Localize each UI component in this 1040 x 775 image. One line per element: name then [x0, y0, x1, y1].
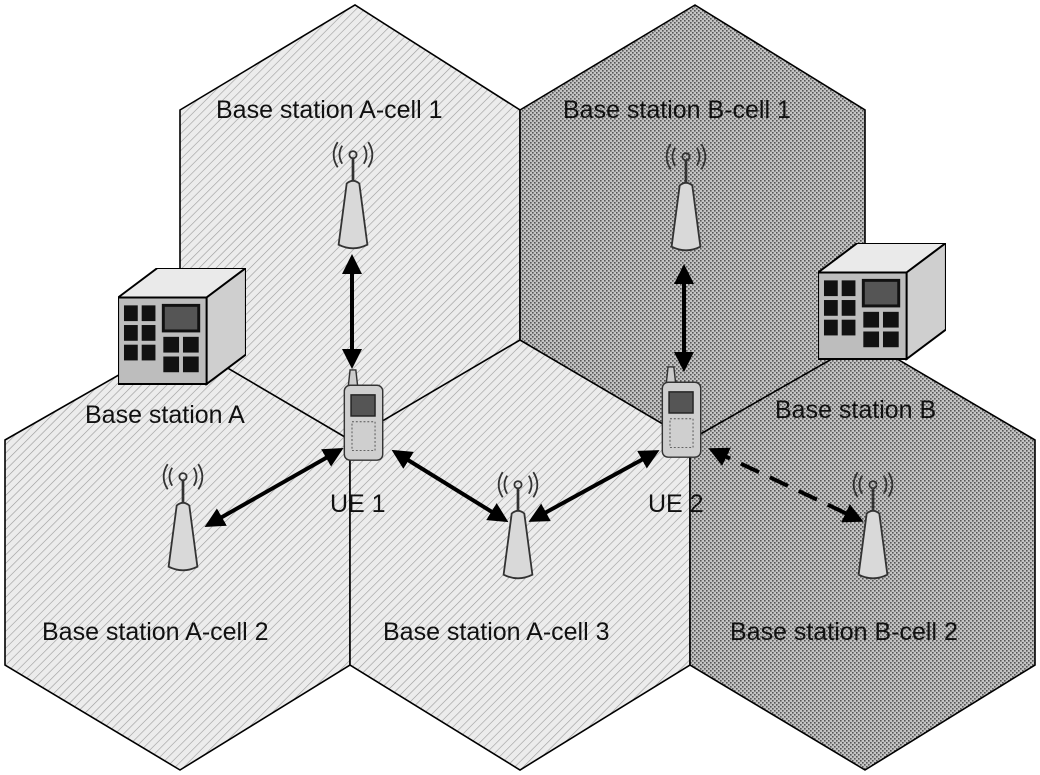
label-base-station-a: Base station A: [85, 401, 245, 429]
link-ue1-a-cell-3: [391, 449, 509, 523]
link-ue2-a-cell-3: [528, 450, 660, 522]
label-base-station-b: Base station B: [775, 396, 936, 424]
label-a-cell-3: Base station A-cell 3: [383, 618, 610, 646]
link-ue1-a-cell-2: [204, 448, 344, 527]
base-station-a-icon: [118, 268, 246, 386]
base-station-b-icon: [818, 243, 946, 361]
label-b-cell-1: Base station B-cell 1: [563, 96, 791, 124]
label-b-cell-2: Base station B-cell 2: [730, 618, 958, 646]
label-ue1: UE 1: [330, 490, 386, 518]
label-ue2: UE 2: [648, 490, 704, 518]
label-a-cell-2: Base station A-cell 2: [42, 618, 269, 646]
link-ue2-b-cell-2: [708, 447, 864, 523]
label-a-cell-1: Base station A-cell 1: [216, 96, 443, 124]
